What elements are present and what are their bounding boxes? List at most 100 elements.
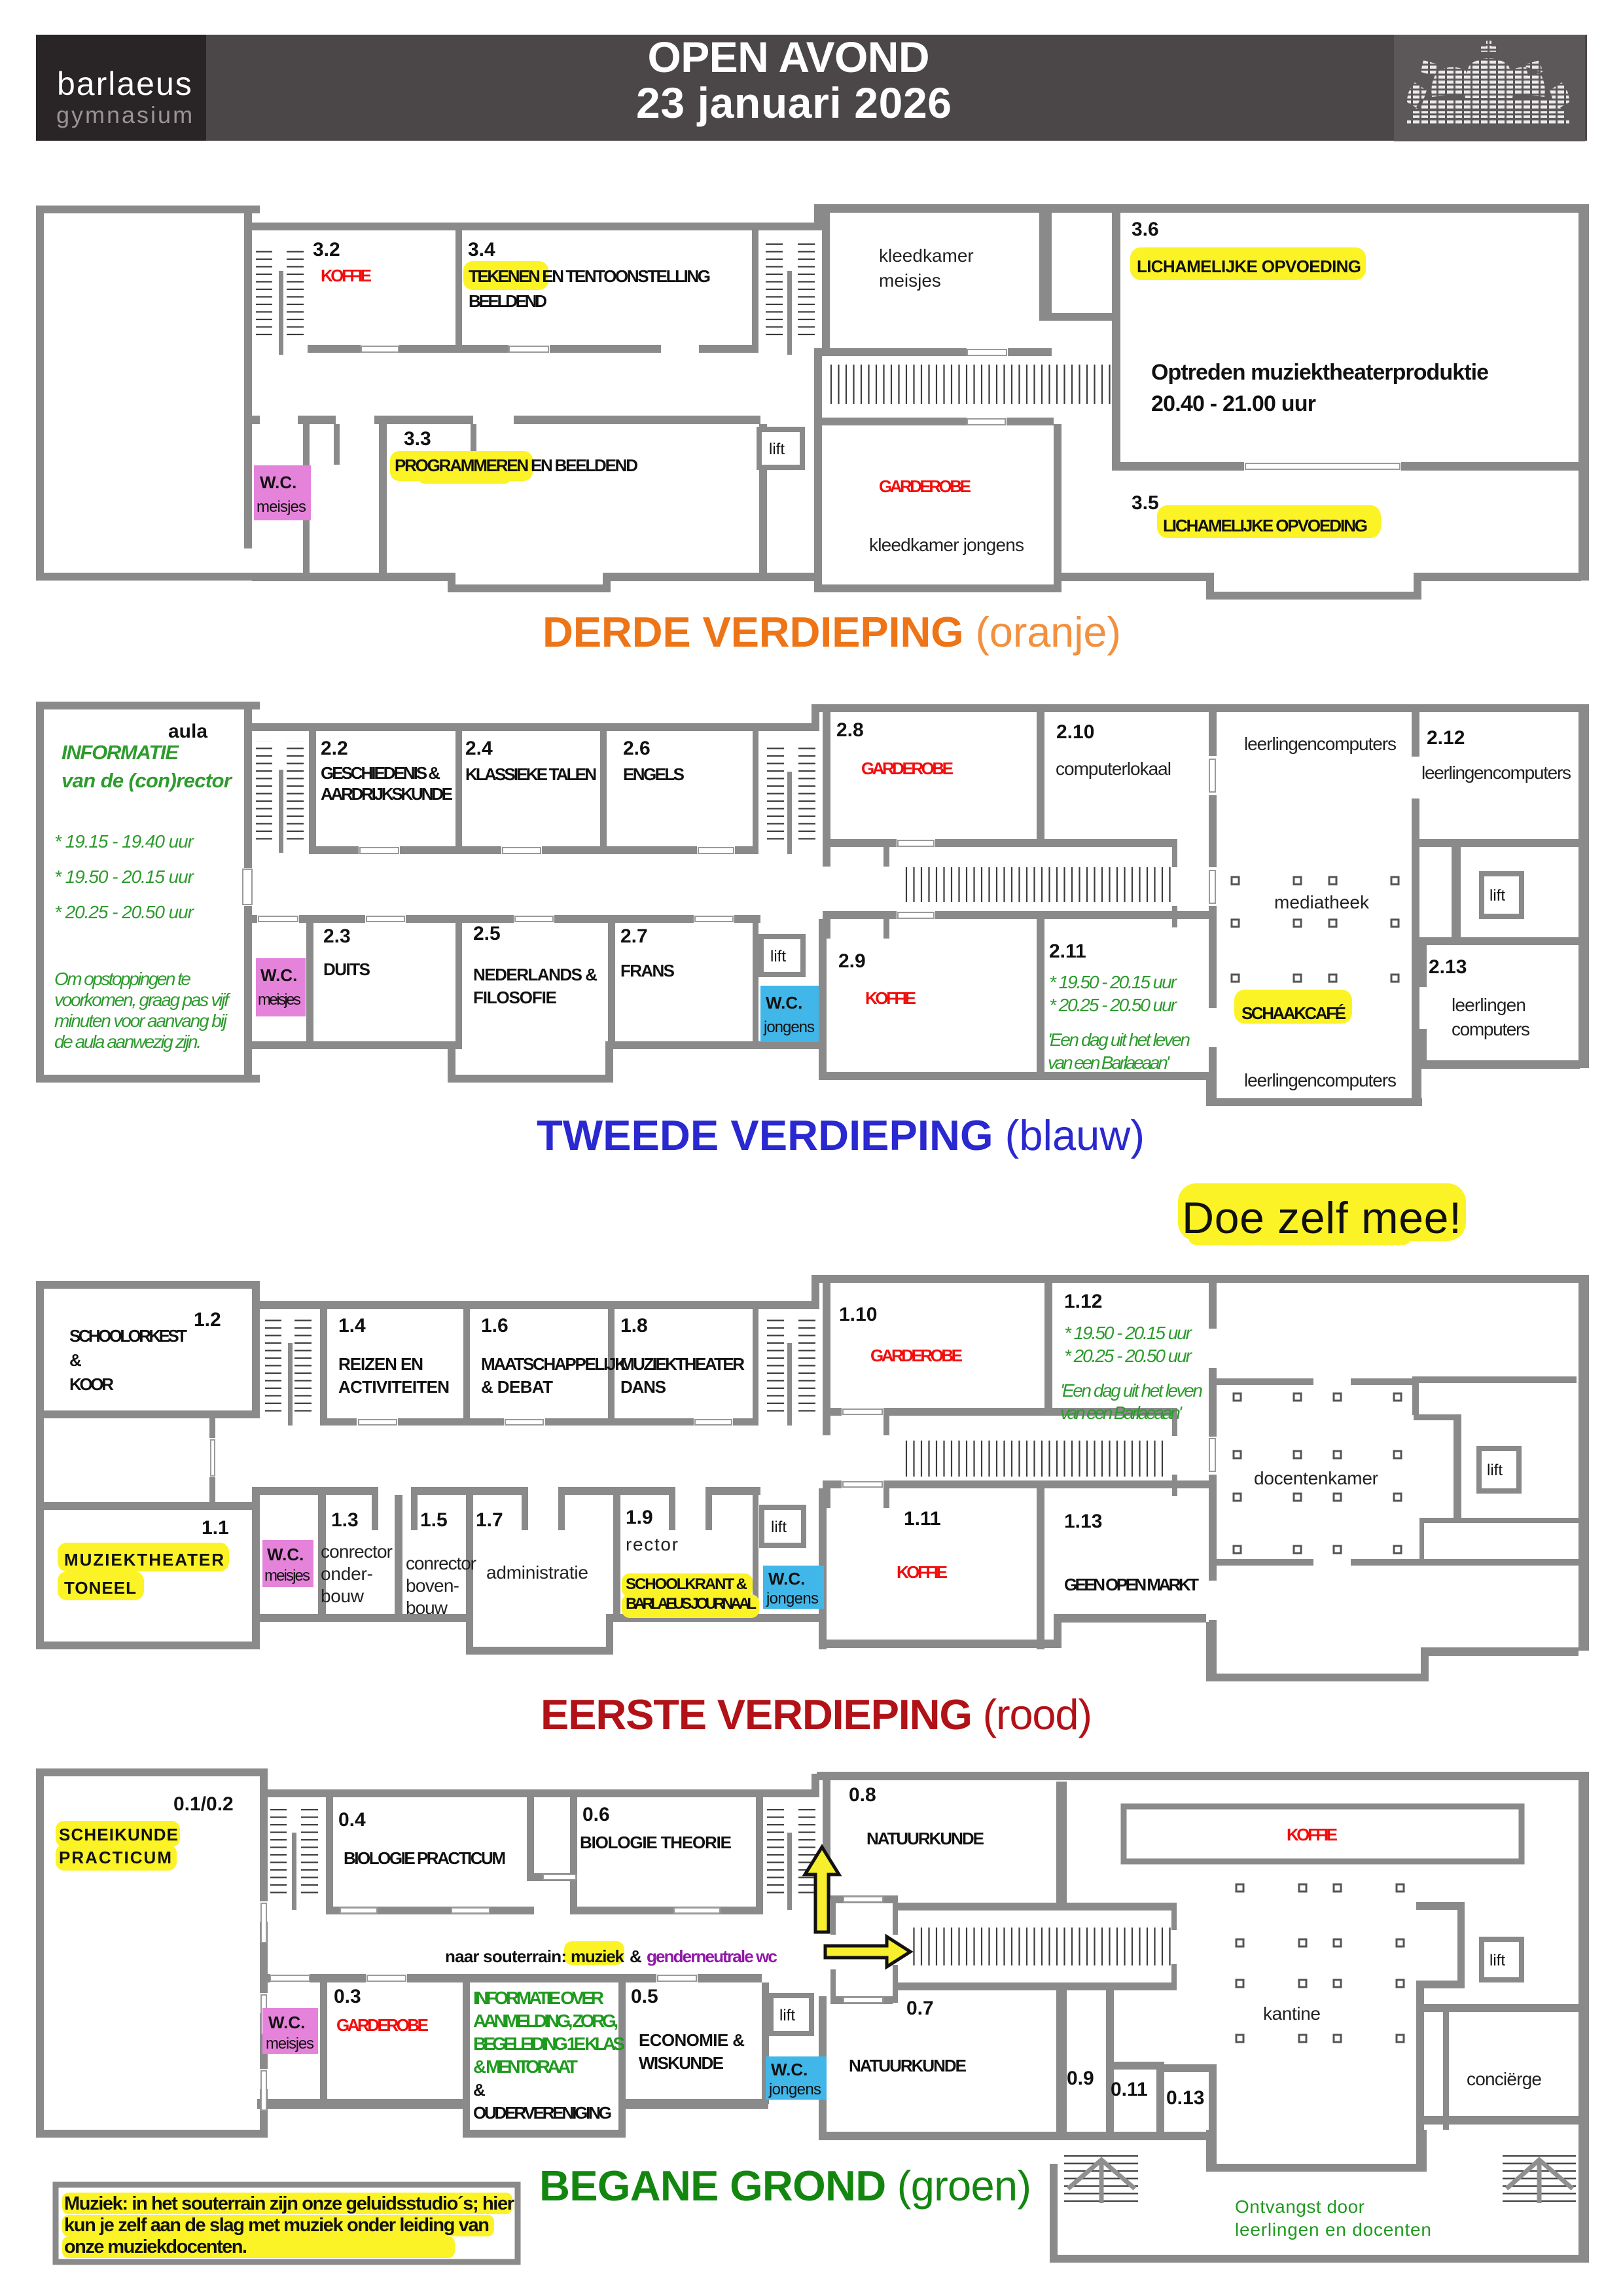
svg-text:genderneutrale wc: genderneutrale wc [647,1946,777,1966]
svg-text:PRACTICUM: PRACTICUM [59,1848,171,1867]
svg-text:0.4: 0.4 [338,1809,366,1831]
svg-text:3.4: 3.4 [468,239,495,260]
svg-text:lift: lift [1487,1462,1503,1479]
svg-text:3.2: 3.2 [313,239,340,260]
svg-text:lift: lift [769,440,785,458]
svg-text:jongens: jongens [763,1018,815,1036]
svg-text:lift: lift [779,2007,795,2024]
svg-text:1.4: 1.4 [338,1315,366,1336]
svg-text:GARDEROBE: GARDEROBE [870,1346,963,1365]
svg-text:'Een dag uit het leven: 'Een dag uit het leven [1060,1380,1203,1401]
svg-text:W.C.: W.C. [771,2060,808,2079]
svg-text:leerlingencomputers: leerlingencomputers [1421,762,1571,783]
svg-text:lift: lift [770,948,786,965]
svg-text:ACTIVITEITEN: ACTIVITEITEN [338,1377,450,1397]
svg-text:DANS: DANS [620,1377,666,1397]
svg-text:1.6: 1.6 [481,1315,508,1336]
svg-text:2.5: 2.5 [473,923,501,944]
svg-text:0.8: 0.8 [849,1784,876,1806]
svg-text:OPEN AVOND: OPEN AVOND [648,33,930,81]
svg-text:NEDERLANDS &: NEDERLANDS & [473,965,597,984]
svg-text:* 20.25 - 20.50 uur: * 20.25 - 20.50 uur [1049,995,1178,1015]
svg-text:minuten voor aanvang bij: minuten voor aanvang bij [54,1011,228,1031]
svg-text:&: & [69,1350,82,1370]
svg-text:BEELDEND: BEELDEND [469,291,547,311]
svg-text:* 19.50 - 20.15 uur: * 19.50 - 20.15 uur [1049,972,1178,992]
svg-text:rector: rector [626,1534,678,1554]
svg-text:2.2: 2.2 [321,738,348,759]
svg-text:leerlingen en docenten: leerlingen en docenten [1235,2219,1431,2240]
svg-text:BIOLOGIE PRACTICUM: BIOLOGIE PRACTICUM [344,1848,506,1868]
svg-text:0.9: 0.9 [1067,2068,1094,2089]
svg-text:TWEEDE VERDIEPING (blauw): TWEEDE VERDIEPING (blauw) [537,1111,1145,1159]
svg-text:meisjes: meisjes [264,1567,310,1585]
svg-text:2.4: 2.4 [465,738,493,759]
svg-text:FILOSOFIE: FILOSOFIE [473,988,557,1007]
svg-text:0.7: 0.7 [906,1998,934,2019]
svg-text:1.10: 1.10 [839,1304,877,1325]
svg-text:DUITS: DUITS [323,960,370,979]
svg-text:bouw: bouw [406,1598,448,1618]
svg-text:kleedkamer: kleedkamer [879,245,974,266]
svg-text:voorkomen, graag pas vijf: voorkomen, graag pas vijf [54,990,231,1010]
svg-text:docentenkamer: docentenkamer [1254,1468,1378,1488]
svg-text:NATUURKUNDE: NATUURKUNDE [866,1829,984,1848]
svg-text:BIOLOGIE THEORIE: BIOLOGIE THEORIE [580,1833,732,1852]
svg-text:gymnasium: gymnasium [56,101,194,128]
svg-text:2.10: 2.10 [1056,721,1094,743]
svg-text:23 januari 2026: 23 januari 2026 [636,79,952,127]
svg-text:MUZIEKTHEATER: MUZIEKTHEATER [64,1550,224,1570]
svg-text:aula: aula [168,721,207,742]
svg-text:ENGELS: ENGELS [623,764,685,784]
svg-text:GARDEROBE: GARDEROBE [861,759,954,778]
svg-text:KLASSIEKE TALEN: KLASSIEKE TALEN [465,764,597,784]
svg-text:&: & [473,2080,486,2100]
svg-text:2.13: 2.13 [1429,956,1467,978]
svg-text:W.C.: W.C. [267,1545,304,1564]
svg-text:2.8: 2.8 [836,719,864,741]
svg-text:1.13: 1.13 [1064,1511,1102,1532]
svg-text:FRANS: FRANS [620,961,675,980]
svg-text:0.13: 0.13 [1166,2087,1204,2109]
svg-text:onder-: onder- [321,1564,373,1584]
svg-text:barlaeus: barlaeus [57,65,193,102]
svg-text:GARDEROBE: GARDEROBE [336,2015,429,2035]
svg-text:20.40 - 21.00 uur: 20.40 - 21.00 uur [1151,391,1316,416]
svg-text:AANMELDING, ZORG,: AANMELDING, ZORG, [473,2011,618,2031]
svg-text:Doe zelf mee!: Doe zelf mee! [1182,1193,1461,1243]
svg-text:leerlingencomputers: leerlingencomputers [1244,1070,1397,1090]
svg-text:WISKUNDE: WISKUNDE [639,2053,724,2073]
svg-text:PROGRAMMEREN EN BEELDEND: PROGRAMMEREN EN BEELDEND [395,456,638,475]
svg-text:NATUURKUNDE: NATUURKUNDE [849,2056,967,2075]
svg-text:TONEEL: TONEEL [64,1578,136,1598]
svg-text:OUDERVERENIGING: OUDERVERENIGING [473,2103,612,2123]
svg-text:KOFFIE: KOFFIE [321,266,372,285]
svg-text:INFORMATIE OVER: INFORMATIE OVER [473,1988,604,2008]
svg-text:W.C.: W.C. [766,993,802,1013]
svg-text:mediatheek: mediatheek [1274,892,1370,912]
svg-text:MUZIEKTHEATER: MUZIEKTHEATER [620,1354,745,1374]
svg-text:EERSTE VERDIEPING (rood): EERSTE VERDIEPING (rood) [541,1691,1092,1738]
svg-text:LICHAMELIJKE OPVOEDING: LICHAMELIJKE OPVOEDING [1163,516,1368,535]
svg-text:Om opstoppingen te: Om opstoppingen te [54,969,191,989]
svg-text:van een Barlaeaan': van een Barlaeaan' [1048,1052,1171,1073]
svg-text:0.1/0.2: 0.1/0.2 [173,1793,234,1815]
svg-text:meisjes: meisjes [266,2035,314,2053]
svg-text:W.C.: W.C. [260,965,297,985]
svg-text:DERDE VERDIEPING (oranje): DERDE VERDIEPING (oranje) [543,608,1121,656]
svg-text:3.3: 3.3 [404,428,431,450]
svg-text:kun je zelf aan de slag met mu: kun je zelf aan de slag met muziek onder… [64,2215,490,2236]
svg-text:conrector: conrector [406,1553,476,1573]
svg-text:* 19.50 - 20.15 uur: * 19.50 - 20.15 uur [54,867,195,887]
svg-text:KOFFIE: KOFFIE [1287,1825,1338,1844]
svg-text:kantine: kantine [1263,2003,1321,2024]
svg-text:0.5: 0.5 [631,1986,658,2007]
svg-text:& MENTORAAT: & MENTORAAT [473,2056,578,2077]
svg-text:W.C.: W.C. [768,1569,805,1588]
svg-text:0.3: 0.3 [334,1986,361,2007]
svg-text:KOFFIE: KOFFIE [897,1562,948,1582]
svg-text:LICHAMELIJKE OPVOEDING: LICHAMELIJKE OPVOEDING [1137,257,1361,276]
svg-text:lift: lift [1489,1952,1505,1969]
svg-text:conrector: conrector [321,1541,393,1562]
svg-text:meisjes: meisjes [257,498,306,516]
